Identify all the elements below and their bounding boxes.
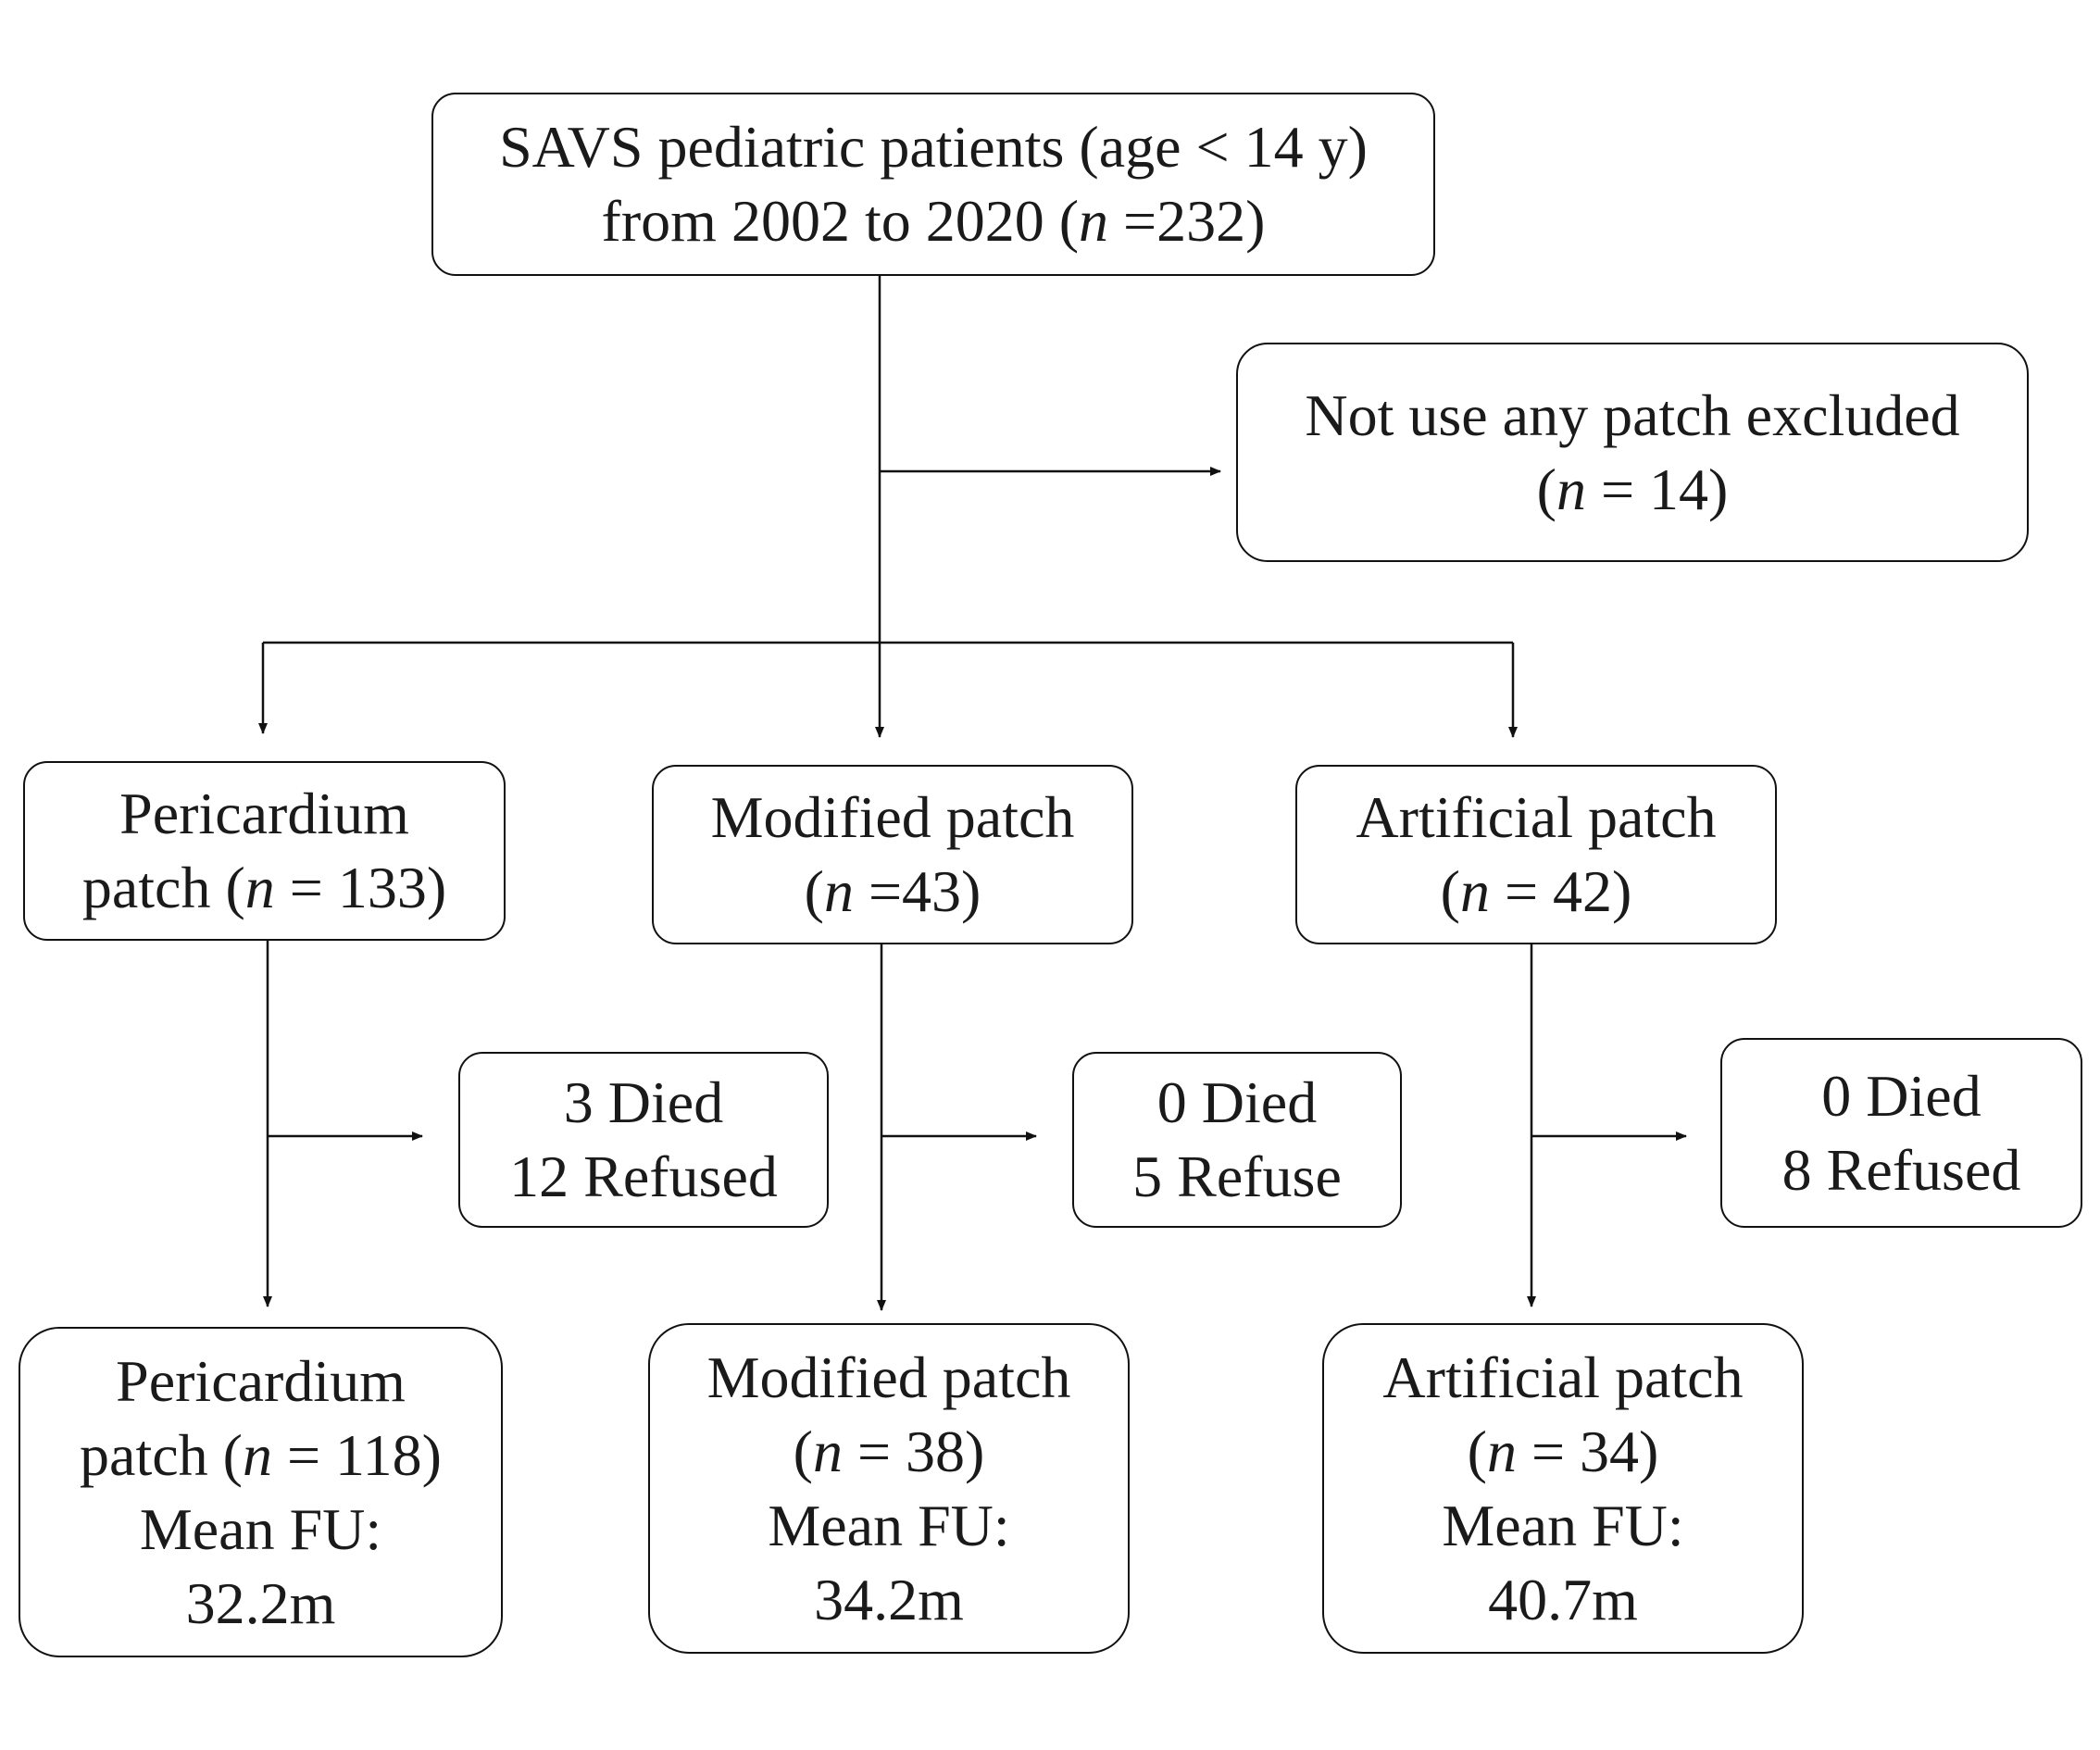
pericardium-loss-node: 3 Died 12 Refused <box>458 1052 829 1228</box>
modified-final-line-2: (n = 38) <box>793 1418 985 1484</box>
modified-final-line-1: Modified patch <box>706 1344 1071 1410</box>
artificial-group-line-1: Artificial patch <box>1356 784 1717 850</box>
modified-loss-line-1: 0 Died <box>1156 1069 1318 1135</box>
artificial-final-line-4: 40.7m <box>1488 1566 1638 1632</box>
pericardium-final-node: Pericardium patch (n = 118) Mean FU: 32.… <box>19 1327 503 1657</box>
artificial-loss-node: 0 Died 8 Refused <box>1720 1038 2082 1228</box>
artificial-final-line-3: Mean FU: <box>1442 1492 1684 1558</box>
root-node: SAVS pediatric patients (age < 14 y) fro… <box>431 93 1435 276</box>
pericardium-final-line-3: Mean FU: <box>139 1495 382 1562</box>
excluded-line-1: Not use any patch excluded <box>1305 381 1960 448</box>
artificial-loss-line-1: 0 Died <box>1821 1062 1981 1129</box>
modified-loss-node: 0 Died 5 Refuse <box>1072 1052 1402 1228</box>
excluded-node: Not use any patch excluded (n = 14) <box>1236 343 2029 562</box>
artificial-group-node: Artificial patch (n = 42) <box>1295 765 1777 944</box>
modified-group-line-1: Modified patch <box>710 784 1075 850</box>
pericardium-group-node: Pericardium patch (n = 133) <box>23 761 506 941</box>
artificial-final-line-1: Artificial patch <box>1382 1344 1744 1410</box>
pericardium-final-line-1: Pericardium <box>116 1347 406 1414</box>
modified-final-line-3: Mean FU: <box>768 1492 1010 1558</box>
modified-final-node: Modified patch (n = 38) Mean FU: 34.2m <box>648 1323 1130 1654</box>
artificial-final-node: Artificial patch (n = 34) Mean FU: 40.7m <box>1322 1323 1804 1654</box>
pericardium-group-line-2: patch (n = 133) <box>81 855 447 920</box>
excluded-line-2: (n = 14) <box>1536 456 1729 522</box>
artificial-final-line-2: (n = 34) <box>1467 1418 1659 1484</box>
modified-loss-line-2: 5 Refuse <box>1132 1144 1342 1209</box>
pericardium-group-line-1: Pericardium <box>119 781 409 846</box>
root-line-1: SAVS pediatric patients (age < 14 y) <box>499 114 1368 180</box>
modified-final-line-4: 34.2m <box>814 1566 964 1632</box>
pericardium-final-line-4: 32.2m <box>185 1569 336 1636</box>
modified-group-line-2: (n =43) <box>804 858 981 924</box>
pericardium-loss-line-2: 12 Refused <box>509 1144 778 1209</box>
root-line-2: from 2002 to 2020 (n =232) <box>601 188 1266 254</box>
pericardium-final-line-2: patch (n = 118) <box>80 1421 442 1488</box>
artificial-loss-line-2: 8 Refused <box>1781 1136 2021 1203</box>
pericardium-loss-line-1: 3 Died <box>563 1069 724 1135</box>
modified-group-node: Modified patch (n =43) <box>652 765 1133 944</box>
artificial-group-line-2: (n = 42) <box>1440 858 1632 924</box>
